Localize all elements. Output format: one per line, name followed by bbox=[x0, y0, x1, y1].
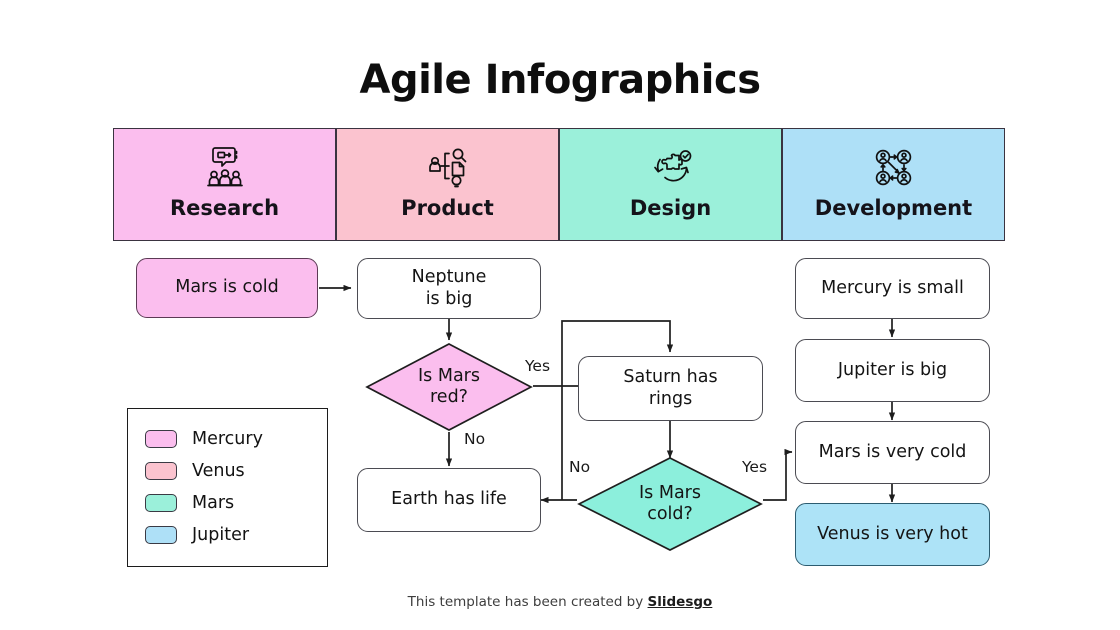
page-title: Agile Infographics bbox=[359, 57, 762, 103]
people-speech-bubble-icon bbox=[202, 144, 248, 190]
legend-swatch-venus bbox=[145, 462, 177, 480]
flow-node-label-line1: Neptune bbox=[411, 267, 487, 288]
edge-label-is-mars-red-no: No bbox=[464, 430, 486, 448]
footer-credit: This template has been created by Slides… bbox=[0, 594, 1120, 610]
flow-node-label-line2: rings bbox=[648, 388, 693, 409]
flow-node-mercury-is-small[interactable]: Mercury is small bbox=[795, 258, 990, 319]
edge-label-is-mars-cold-yes: Yes bbox=[742, 458, 768, 476]
flow-node-label-line1: Is Mars bbox=[418, 365, 480, 386]
phase-label-development: Development bbox=[814, 196, 973, 220]
flow-node-mars-is-very-cold[interactable]: Mars is very cold bbox=[795, 421, 990, 484]
legend-item-jupiter: Jupiter bbox=[145, 519, 327, 551]
legend-item-venus: Venus bbox=[145, 455, 327, 487]
flow-node-label: Mars is very cold bbox=[818, 441, 967, 462]
phase-label-research: Research bbox=[169, 196, 280, 220]
phase-cell-design[interactable]: Design bbox=[559, 128, 782, 241]
legend-label-jupiter: Jupiter bbox=[192, 525, 250, 545]
flow-node-is-mars-cold[interactable]: Is Mars cold? bbox=[577, 456, 763, 552]
legend-swatch-mars bbox=[145, 494, 177, 512]
flow-node-venus-is-very-hot[interactable]: Venus is very hot bbox=[795, 503, 990, 566]
legend: Mercury Venus Mars Jupiter bbox=[127, 408, 328, 567]
puzzle-refresh-check-icon bbox=[648, 144, 694, 190]
legend-item-mercury: Mercury bbox=[145, 423, 327, 455]
flow-node-label: Mercury is small bbox=[821, 277, 964, 298]
phase-header-band: Research Product bbox=[113, 128, 1005, 241]
legend-swatch-jupiter bbox=[145, 526, 177, 544]
footer-text: This template has been created by bbox=[407, 594, 648, 610]
phase-cell-development[interactable]: Development bbox=[782, 128, 1005, 241]
slidesgo-link[interactable]: Slidesgo bbox=[647, 594, 713, 610]
flow-node-label-line2: is big bbox=[425, 288, 473, 309]
flow-node-label-line2: red? bbox=[430, 387, 468, 407]
flow-node-label: Earth has life bbox=[391, 489, 507, 510]
flow-node-saturn-has-rings[interactable]: Saturn has rings bbox=[578, 356, 763, 421]
flow-node-mars-is-cold[interactable]: Mars is cold bbox=[136, 258, 318, 318]
legend-label-venus: Venus bbox=[192, 461, 245, 481]
phase-cell-product[interactable]: Product bbox=[336, 128, 559, 241]
legend-label-mars: Mars bbox=[192, 493, 235, 513]
edge-label-is-mars-cold-no: No bbox=[569, 458, 591, 476]
flow-node-earth-has-life[interactable]: Earth has life bbox=[357, 468, 541, 532]
flow-node-is-mars-red[interactable]: Is Mars red? bbox=[365, 342, 533, 432]
legend-swatch-mercury bbox=[145, 430, 177, 448]
flow-node-label: Venus is very hot bbox=[817, 523, 968, 544]
legend-label-mercury: Mercury bbox=[192, 429, 263, 449]
legend-item-mars: Mars bbox=[145, 487, 327, 519]
flow-node-label-line1: Saturn has bbox=[623, 367, 718, 388]
flow-node-label-line2: cold? bbox=[647, 504, 693, 524]
flow-node-label: Jupiter is big bbox=[837, 359, 948, 380]
person-research-branch-icon bbox=[425, 144, 471, 190]
users-network-cycle-icon bbox=[871, 144, 917, 190]
flow-node-neptune-is-big[interactable]: Neptune is big bbox=[357, 258, 541, 319]
edge-label-is-mars-red-yes: Yes bbox=[525, 357, 551, 375]
phase-cell-research[interactable]: Research bbox=[113, 128, 336, 241]
phase-label-product: Product bbox=[401, 196, 494, 220]
flow-node-jupiter-is-big[interactable]: Jupiter is big bbox=[795, 339, 990, 402]
flow-node-label-line1: Is Mars bbox=[639, 482, 701, 503]
phase-label-design: Design bbox=[629, 196, 712, 220]
flow-node-label: Mars is cold bbox=[175, 277, 279, 298]
